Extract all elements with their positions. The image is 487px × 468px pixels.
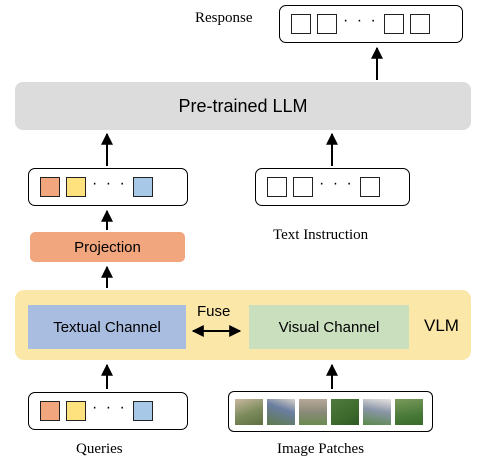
text-instruction-token-row: · · · [255,168,410,206]
response-label: Response [195,10,253,26]
projection-label: Projection [74,238,141,256]
textual-channel-label: Textual Channel [53,318,161,336]
query-token-blue [132,401,153,421]
queries-label: Queries [76,441,123,457]
image-patch [363,398,391,425]
response-token-row: · · · [279,5,463,43]
response-token [383,14,404,34]
vlm-label: VLM [424,316,459,335]
ellipsis: · · · [319,175,354,192]
query-token-orange [40,401,60,421]
image-patch [235,398,263,425]
text-instruction-label: Text Instruction [273,227,369,243]
query-token-blue [132,177,153,197]
visual-channel: Visual Channel [249,305,409,349]
query-token-row: · · · [28,392,188,430]
text-token [359,177,380,197]
text-token [293,177,313,197]
textual-channel: Textual Channel [28,305,186,349]
response-token [291,14,311,34]
fuse-label: Fuse [197,303,231,320]
query-token-yellow [66,177,86,197]
response-token [317,14,337,34]
projection-block: Projection [30,232,185,262]
image-patch [299,398,327,425]
visual-channel-label: Visual Channel [278,318,380,336]
image-patch [267,398,295,425]
pretrained-llm-block: Pre-trained LLM [15,82,471,130]
ellipsis: · · · [343,12,378,29]
image-patch [331,398,359,425]
text-token [267,177,287,197]
ellipsis: · · · [92,175,127,192]
llm-label: Pre-trained LLM [178,95,308,116]
image-patches-label: Image Patches [277,441,365,457]
query-token-orange [40,177,60,197]
ellipsis: · · · [92,399,127,416]
query-token-yellow [66,401,86,421]
projected-token-row: · · · [28,168,188,206]
response-token [409,14,430,34]
image-patch [395,398,423,425]
image-patch-row [228,391,433,432]
